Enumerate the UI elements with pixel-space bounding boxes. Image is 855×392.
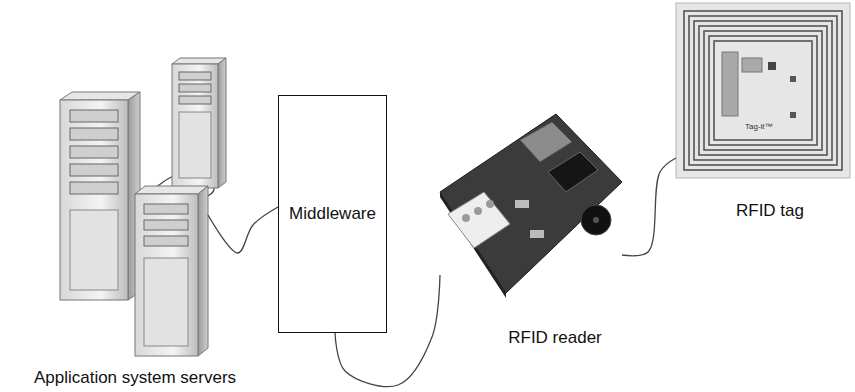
drive-bay (144, 204, 188, 214)
rfid-tag (676, 3, 850, 178)
chip (548, 152, 598, 192)
device-caption: RFID reader (506, 328, 604, 348)
sim-slot (520, 122, 572, 162)
drive-bay (70, 164, 118, 176)
antenna-loop (694, 21, 832, 160)
antenna-pad (722, 52, 738, 116)
device-caption: RFID tag (734, 201, 806, 221)
tower-top (135, 186, 208, 194)
server-group: Application system servers (55, 58, 208, 358)
antenna-loop (699, 26, 827, 155)
drive-bay (144, 236, 188, 246)
server-tower (60, 92, 140, 300)
tag-chip (790, 76, 796, 82)
terminal-screw (474, 207, 482, 215)
antenna-loop (689, 16, 837, 165)
drive-bay (70, 182, 118, 194)
tag-chip (790, 112, 796, 118)
component (515, 200, 529, 208)
tower-front (60, 100, 128, 300)
tower-front (172, 64, 218, 188)
front-grille (144, 258, 188, 346)
device-caption: Application system servers (32, 368, 238, 388)
reader-board (440, 114, 622, 298)
middleware-box: Middleware (278, 95, 387, 333)
antenna-loop (704, 31, 822, 150)
drive-bay (144, 220, 188, 230)
cable (208, 207, 278, 253)
drive-bay (70, 110, 118, 122)
front-grille (70, 210, 118, 290)
pcb (440, 114, 622, 293)
tag-device: RFID tag (676, 3, 850, 178)
drive-bay (179, 84, 211, 92)
buzzer-hole (593, 217, 599, 223)
antenna-pad (742, 58, 762, 72)
tower-front (135, 194, 198, 356)
server-tower (172, 58, 226, 188)
terminal-screw (486, 200, 494, 208)
terminal-block (448, 192, 510, 248)
reader-device: RFID reader (440, 112, 622, 295)
box-label: Middleware (289, 204, 376, 224)
antenna-loop (709, 36, 817, 145)
server-tower (135, 186, 208, 356)
antenna-loop (684, 11, 842, 170)
tower-top (172, 58, 226, 64)
terminal-screw (462, 214, 470, 222)
drive-bay (70, 146, 118, 158)
tag-chip (768, 62, 776, 70)
drive-bay (179, 72, 211, 80)
tower-side (218, 58, 226, 188)
component (530, 230, 544, 238)
front-grille (179, 112, 211, 178)
tower-side (198, 186, 208, 356)
tower-top (60, 92, 140, 100)
buzzer (581, 205, 611, 235)
antenna-loop (714, 41, 812, 140)
brand-mark: Tag-it™ (744, 122, 774, 132)
cable (622, 158, 676, 256)
tag-substrate (676, 3, 850, 178)
drive-bay (70, 128, 118, 140)
drive-bay (179, 96, 211, 104)
